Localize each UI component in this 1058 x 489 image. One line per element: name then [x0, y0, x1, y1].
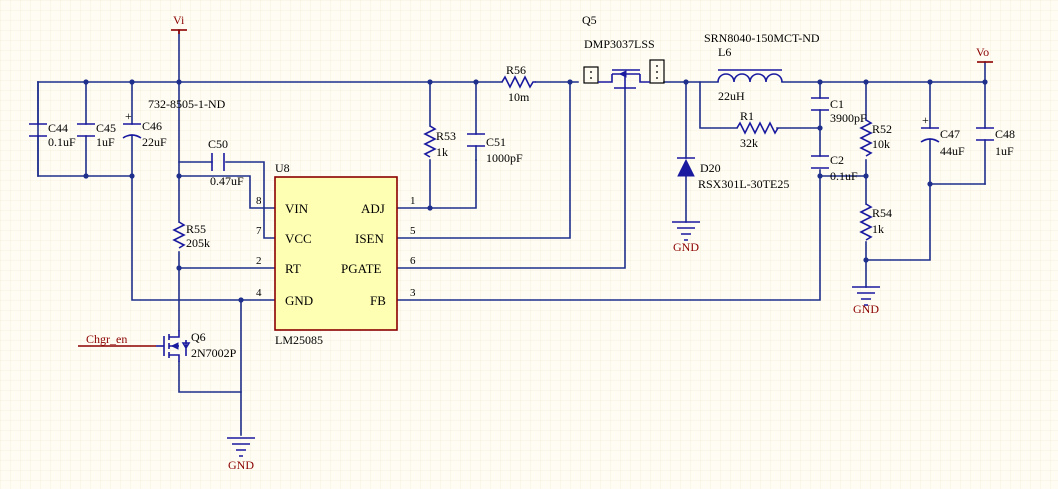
c51-value: 1000pF: [486, 151, 523, 165]
c46-ref: C46: [142, 119, 162, 133]
gnd-d20-label: GND: [673, 240, 699, 254]
u8-part: LM25085: [275, 333, 323, 347]
junctions: [83, 79, 988, 303]
d20-value: RSX301L-30TE25: [698, 177, 789, 191]
wires: [37, 29, 986, 436]
ground-d20: GND: [672, 221, 700, 254]
r54-ref: R54: [872, 206, 892, 220]
vo-port: Vo: [976, 45, 993, 63]
c48-value: 1uF: [995, 144, 1014, 158]
r52-value: 10k: [872, 137, 890, 151]
l6-part: SRN8040-150MCT-ND: [704, 31, 820, 45]
c46-value: 22uF: [142, 135, 167, 149]
pin-vcc-name: VCC: [285, 231, 312, 246]
r53-value: 1k: [436, 145, 448, 159]
c50-value: 0.47uF: [210, 174, 244, 188]
svg-text:+: +: [922, 113, 929, 127]
resistor-r56: R56 10m: [501, 63, 536, 104]
r1-ref: R1: [740, 109, 754, 123]
ground-u8: GND: [227, 437, 255, 472]
c50-ref: C50: [208, 137, 228, 151]
r56-value: 10m: [508, 90, 530, 104]
pin-gnd-name: GND: [285, 293, 313, 308]
pin-vin-name: VIN: [285, 201, 309, 216]
q6-ref: Q6: [191, 330, 206, 344]
part-note-label: 732-8505-1-ND: [148, 97, 226, 111]
gnd-u8-label: GND: [228, 458, 254, 472]
pin-fb-name: FB: [370, 293, 386, 308]
vi-port: Vi: [171, 13, 187, 34]
capacitor-c48: C48 1uF: [976, 127, 1015, 158]
mosfet-q6: Chgr_en Q6 2N7002P: [78, 330, 237, 362]
q6-value: 2N7002P: [191, 346, 237, 360]
c44-ref: C44: [48, 121, 68, 135]
capacitor-c47: + C47 44uF: [920, 113, 965, 158]
capacitor-c44: C44 0.1uF: [29, 121, 76, 149]
ground-out: GND: [852, 286, 880, 316]
r53-ref: R53: [436, 129, 456, 143]
resistor-r54: R54 1k: [859, 203, 892, 241]
c45-value: 1uF: [96, 135, 115, 149]
mosfet-q5: Q5 DMP3037LSS: [582, 13, 665, 89]
pin-pgate-num: 6: [410, 255, 416, 267]
r1-value: 32k: [740, 136, 758, 150]
pin-gnd-num: 4: [256, 287, 262, 299]
l6-value: 22uH: [718, 89, 745, 103]
c51-ref: C51: [486, 135, 506, 149]
c48-ref: C48: [995, 127, 1015, 141]
capacitor-c46: + C46 22uF: [122, 109, 167, 149]
capacitor-c50: C50 0.47uF: [208, 137, 244, 188]
r56-ref: R56: [506, 63, 526, 77]
diode-d20: D20 RSX301L-30TE25: [677, 157, 789, 191]
pin-rt-num: 2: [256, 255, 262, 267]
resistor-r52: R52 10k: [859, 119, 892, 157]
q5-ref: Q5: [582, 13, 597, 27]
r52-ref: R52: [872, 122, 892, 136]
c1-value: 3900pF: [830, 111, 867, 125]
pin-pgate-name: PGATE: [341, 261, 382, 276]
c2-value: 0.1uF: [830, 169, 858, 183]
c47-ref: C47: [940, 127, 960, 141]
pin-rt-name: RT: [285, 261, 301, 276]
vo-label: Vo: [976, 45, 989, 59]
svg-text:+: +: [125, 109, 132, 123]
ic-u8: U8 LM25085 VIN VCC RT GND ADJ ISEN PGATE…: [256, 161, 416, 347]
d20-ref: D20: [700, 161, 721, 175]
c1-ref: C1: [830, 97, 844, 111]
q5-value: DMP3037LSS: [584, 37, 655, 51]
c44-value: 0.1uF: [48, 135, 76, 149]
pin-adj-name: ADJ: [361, 201, 385, 216]
resistor-r55: R55 205k: [172, 221, 210, 250]
vi-label: Vi: [173, 13, 185, 27]
capacitor-c2: C2 0.1uF: [811, 153, 858, 183]
pin-isen-num: 5: [410, 225, 416, 237]
inductor-l6: SRN8040-150MCT-ND L6 22uH: [704, 31, 820, 103]
l6-ref: L6: [718, 45, 731, 59]
pin-adj-num: 1: [410, 195, 416, 207]
pin-fb-num: 3: [410, 287, 416, 299]
u8-ref: U8: [275, 161, 290, 175]
c2-ref: C2: [830, 153, 844, 167]
c47-value: 44uF: [940, 144, 965, 158]
r55-ref: R55: [186, 222, 206, 236]
r54-value: 1k: [872, 222, 884, 236]
gnd-out-label: GND: [853, 302, 879, 316]
pin-vin-num: 8: [256, 195, 262, 207]
r55-value: 205k: [186, 236, 210, 250]
pin-isen-name: ISEN: [355, 231, 385, 246]
c45-ref: C45: [96, 121, 116, 135]
capacitor-c51: C51 1000pF: [467, 133, 523, 165]
resistor-r1: R1 32k: [736, 109, 779, 150]
capacitor-c1: C1 3900pF: [811, 97, 867, 125]
chgr-en-label: Chgr_en: [86, 332, 127, 346]
resistor-r53: R53 1k: [423, 125, 456, 159]
capacitor-c45: C45 1uF: [77, 121, 116, 149]
pin-vcc-num: 7: [256, 225, 262, 237]
